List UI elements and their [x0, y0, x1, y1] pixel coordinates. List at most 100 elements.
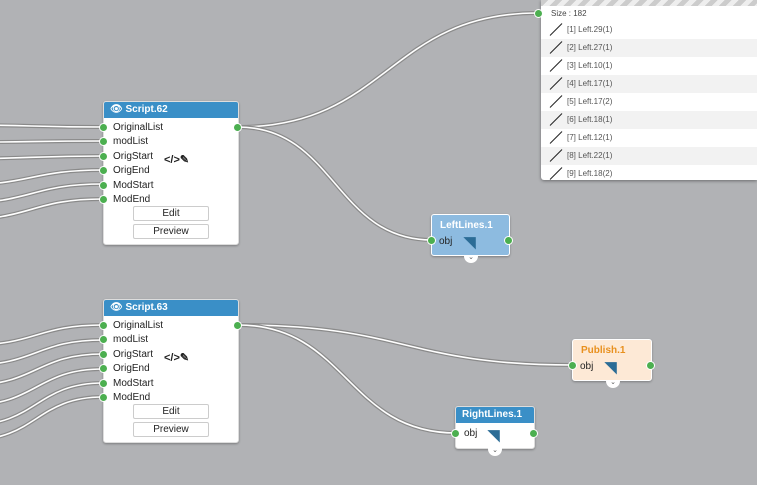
- chevron-down-icon[interactable]: ⌄: [464, 254, 478, 263]
- list-item[interactable]: [6] Left.18(1): [541, 111, 757, 129]
- feed-icon: ◥: [464, 234, 476, 251]
- publish-node[interactable]: Publish.1 obj ◥ ⌄: [568, 339, 655, 388]
- list-item[interactable]: [4] Left.17(1): [541, 75, 757, 93]
- node-header: 👁 Script.63: [104, 300, 238, 316]
- node-title: Publish.1: [581, 345, 626, 356]
- list-item-label: [4] Left.17(1): [567, 79, 613, 88]
- edit-button[interactable]: Edit: [133, 206, 209, 221]
- input-port[interactable]: [99, 393, 108, 402]
- output-port[interactable]: [646, 361, 655, 370]
- preview-button[interactable]: Preview: [133, 224, 209, 239]
- output-list-panel[interactable]: Size : 182 [1] Left.29(1) [2] Left.27(1) […: [541, 0, 757, 180]
- node-title: Script.63: [125, 302, 168, 313]
- eye-icon[interactable]: 👁: [110, 302, 123, 313]
- wire: [0, 155, 104, 160]
- code-edit-icon: </>✎: [164, 352, 190, 364]
- input-port[interactable]: [99, 123, 108, 132]
- line-icon: [549, 59, 563, 72]
- wire: [0, 140, 104, 143]
- list-item-label: [7] Left.12(1): [567, 133, 613, 142]
- output-port[interactable]: [504, 236, 513, 245]
- list-item-label: [2] Left.27(1): [567, 43, 613, 52]
- wire: [0, 381, 104, 424]
- edit-button[interactable]: Edit: [133, 404, 209, 419]
- list-item[interactable]: [5] Left.17(2): [541, 93, 757, 111]
- wire: [0, 169, 104, 184]
- chevron-down-icon[interactable]: ⌄: [606, 379, 620, 388]
- chevron-down-icon[interactable]: ⌄: [488, 447, 502, 456]
- list-size: Size : 182: [551, 9, 587, 18]
- wire: [0, 124, 104, 128]
- list-item-label: [1] Left.29(1): [567, 25, 613, 34]
- list-item[interactable]: [9] Left.18(2): [541, 165, 757, 180]
- input-port[interactable]: [99, 364, 108, 374]
- code-edit-icon: </>✎: [164, 154, 190, 166]
- input-label: ModEnd: [113, 194, 151, 205]
- panel-input-port[interactable]: [534, 9, 543, 18]
- feed-icon: ◥: [605, 359, 617, 376]
- rightlines-node[interactable]: RightLines.1 obj ◥ ⌄: [451, 406, 538, 456]
- input-label: modList: [113, 136, 149, 148]
- wire: [237, 324, 574, 366]
- line-icon: [549, 95, 563, 108]
- line-icon: [549, 23, 563, 36]
- input-port[interactable]: [99, 321, 108, 330]
- input-label: OriginalList: [113, 122, 164, 133]
- input-port[interactable]: [99, 195, 108, 204]
- wire: [237, 12, 539, 128]
- preview-button[interactable]: Preview: [133, 422, 209, 437]
- output-port[interactable]: [529, 429, 538, 438]
- list-item[interactable]: [8] Left.22(1): [541, 147, 757, 165]
- port-label: obj: [439, 236, 453, 247]
- wire: [0, 324, 104, 345]
- line-icon: [549, 149, 563, 162]
- input-port[interactable]: [99, 151, 108, 161]
- input-port[interactable]: [99, 378, 108, 388]
- input-label: ModStart: [113, 377, 154, 389]
- wire: [0, 339, 104, 364]
- list-item-label: [6] Left.18(1): [567, 115, 613, 124]
- input-port[interactable]: [99, 335, 108, 345]
- input-label: modList: [113, 334, 149, 346]
- wire: [0, 183, 104, 202]
- wire: [237, 324, 457, 434]
- input-label: OriginalList: [113, 320, 164, 331]
- input-port[interactable]: [99, 166, 108, 176]
- input-port[interactable]: [99, 349, 108, 359]
- panel-header: [541, 0, 757, 6]
- wire: [0, 395, 104, 439]
- output-port[interactable]: [233, 123, 242, 132]
- node-title: RightLines.1: [456, 407, 534, 423]
- node-title: Script.62: [125, 104, 168, 115]
- list-item[interactable]: [3] Left.10(1): [541, 57, 757, 75]
- list-item[interactable]: [1] Left.29(1): [541, 21, 757, 39]
- input-port[interactable]: [99, 180, 108, 190]
- leftlines-node[interactable]: LeftLines.1 obj ◥ ⌄: [427, 214, 513, 263]
- input-label: ModStart: [113, 179, 154, 191]
- port-label: obj: [580, 361, 594, 372]
- output-port[interactable]: [233, 321, 242, 330]
- line-icon: [549, 41, 563, 54]
- feed-icon: ◥: [488, 427, 500, 444]
- wire: [0, 198, 104, 218]
- wire: [0, 368, 104, 403]
- wire: [0, 353, 104, 384]
- wire: [0, 197, 104, 219]
- line-icon: [549, 77, 563, 90]
- port-label: obj: [464, 428, 478, 439]
- line-icon: [549, 131, 563, 144]
- eye-icon[interactable]: 👁: [110, 104, 123, 115]
- input-port[interactable]: [99, 137, 108, 147]
- list-item[interactable]: [2] Left.27(1): [541, 39, 757, 57]
- input-port[interactable]: [427, 236, 436, 245]
- input-port[interactable]: [451, 429, 460, 438]
- input-port[interactable]: [568, 361, 577, 370]
- wire: [0, 382, 104, 423]
- wire: [0, 396, 104, 438]
- line-icon: [549, 167, 563, 180]
- list-item[interactable]: [7] Left.12(1): [541, 129, 757, 147]
- input-label: OrigStart: [113, 348, 154, 360]
